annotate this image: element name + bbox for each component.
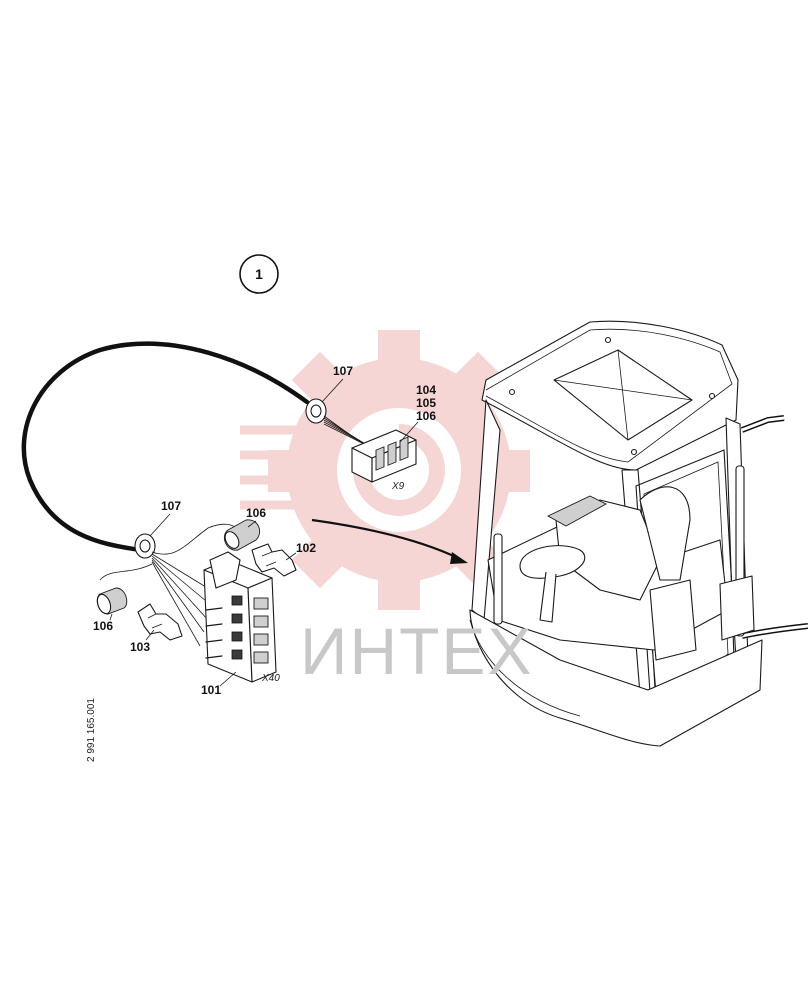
leader-103 bbox=[145, 629, 155, 641]
callout-106-top: 106 bbox=[416, 409, 436, 423]
sleeve-upper-icon bbox=[224, 519, 260, 551]
connector-x40-label: X40 bbox=[261, 673, 280, 684]
terminal-103-icon bbox=[137, 603, 183, 641]
connector-x9-label: X9 bbox=[391, 481, 405, 492]
callout-103: 103 bbox=[130, 640, 150, 654]
connector-x40-icon bbox=[203, 551, 277, 683]
grommet-top-icon bbox=[305, 398, 327, 424]
leader-106-lower bbox=[109, 613, 113, 621]
view-number: 1 bbox=[255, 266, 263, 282]
callout-101: 101 bbox=[201, 683, 221, 697]
callout-104: 104 bbox=[416, 383, 436, 397]
callout-106-upper: 106 bbox=[246, 506, 266, 520]
drawing-number: 2 991 165.001 bbox=[86, 698, 97, 762]
callout-106-lower: 106 bbox=[93, 619, 113, 633]
callout-102: 102 bbox=[296, 541, 316, 555]
terminal-102-icon bbox=[251, 543, 297, 577]
wires-x40 bbox=[99, 523, 237, 647]
cab-illustration bbox=[469, 320, 808, 747]
callout-107-top: 107 bbox=[333, 364, 353, 378]
callout-107-bottom: 107 bbox=[161, 499, 181, 513]
leader-107-top bbox=[321, 378, 344, 403]
leader-101 bbox=[219, 671, 237, 687]
sleeve-lower-icon bbox=[96, 587, 128, 615]
leader-104-106 bbox=[399, 421, 419, 443]
cable-harness bbox=[21, 341, 310, 553]
leader-106-upper bbox=[247, 520, 257, 528]
callout-105: 105 bbox=[416, 396, 436, 410]
view-number-badge: 1 bbox=[239, 254, 279, 294]
location-arrow-icon bbox=[311, 518, 468, 564]
watermark-text: ИНТЕХ bbox=[300, 614, 533, 688]
grommet-bottom-icon bbox=[134, 533, 156, 559]
leader-102 bbox=[285, 552, 297, 561]
leader-107-bottom bbox=[149, 513, 171, 537]
connector-x9-icon bbox=[351, 429, 417, 483]
